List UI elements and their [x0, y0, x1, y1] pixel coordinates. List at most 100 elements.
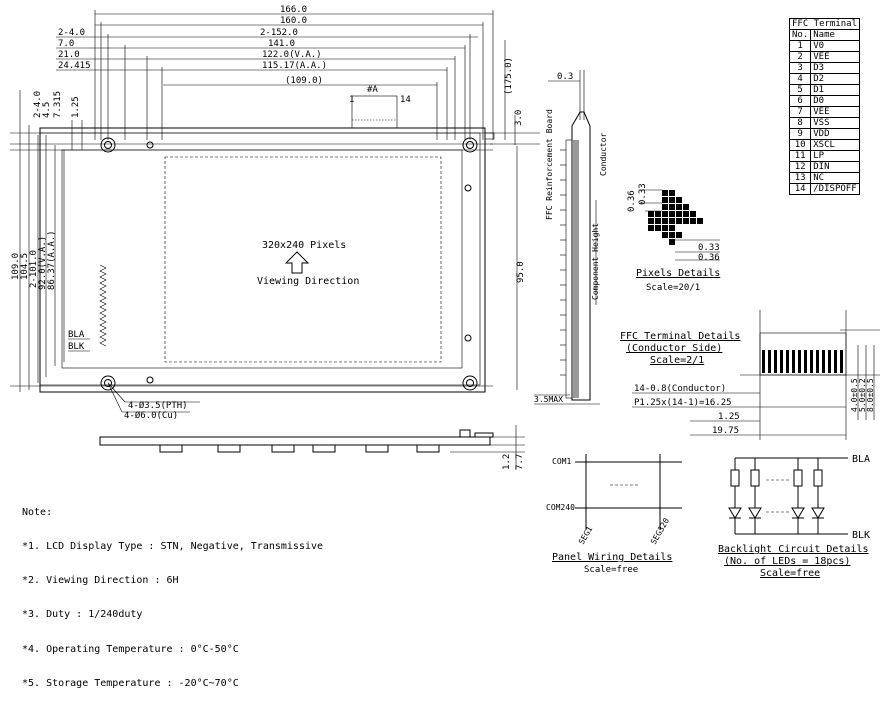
- ffc-details: FFC Terminal Details (Conductor Side) Sc…: [620, 310, 880, 440]
- blk-label: BLK: [68, 342, 85, 352]
- bezel-frame: [39, 132, 481, 386]
- ffc-table-caption: FFC Terminal: [788, 18, 861, 30]
- dim-122-va: 122.0(V.A.): [262, 50, 322, 60]
- backlight-bla: BLA: [852, 454, 870, 465]
- pin-number: 6: [788, 95, 812, 107]
- ffc-125-dim: 1.25: [718, 412, 740, 422]
- dim-115-aa: 115.17(A.A.): [262, 61, 327, 71]
- note-item: *3. Duty : 1/240duty: [22, 609, 143, 621]
- dim-2-4: 2-4.0: [58, 28, 85, 38]
- ffc-pitch-dim: P1.25x(14-1)=16.25: [634, 398, 732, 408]
- pin-number: 8: [788, 117, 812, 129]
- pin-name: VDD: [810, 128, 861, 140]
- ffc-details-sub: (Conductor Side): [626, 343, 722, 354]
- pin-number: 1: [788, 40, 812, 52]
- ffc-1975-dim: 19.75: [712, 426, 739, 436]
- dim-175: (175.0): [504, 57, 514, 95]
- pin-number: 2: [788, 51, 812, 63]
- ffc-dim-5: 5.0±0.2: [858, 378, 867, 412]
- pin-number: 5: [788, 84, 812, 96]
- pin-name: D2: [810, 73, 861, 85]
- module-outline: [39, 127, 486, 393]
- note-item: *2. Viewing Direction : 6H: [22, 575, 179, 587]
- side-view: 0.3 FFC Reinforcement Board Conductor Co…: [516, 70, 608, 405]
- pin-name: D1: [810, 84, 861, 96]
- dim-left-92-va: 92.0(V.A.): [38, 236, 48, 290]
- hole-pth-label: 4-Ø3.5(PTH): [128, 400, 188, 411]
- pin-name: VEE: [810, 51, 861, 63]
- ffc-table-header-no: No.: [788, 29, 812, 41]
- dim-109: (109.0): [285, 76, 323, 86]
- side-body: [571, 111, 591, 401]
- dim-24415: 24.415: [58, 61, 91, 71]
- pin-name: DIN: [810, 161, 861, 173]
- note-item: *1. LCD Display Type : STN, Negative, Tr…: [22, 541, 324, 553]
- pin-number: 13: [788, 172, 812, 184]
- pixel-count-label: 320x240 Pixels: [262, 240, 346, 251]
- mounting-holes: [100, 137, 478, 391]
- seg320-label: SEG320: [649, 516, 671, 546]
- dim-3: 3.0: [514, 110, 524, 126]
- viewing-arrow-icon: [284, 251, 310, 274]
- ffc-dim-4: 4.0±0.5: [850, 378, 859, 412]
- panel-wiring-title: Panel Wiring Details: [552, 552, 672, 563]
- ffc-details-title: FFC Terminal Details: [620, 331, 740, 342]
- seg1-label: SEG1: [577, 525, 595, 546]
- backlight-led-strip: [99, 264, 107, 347]
- pixel-dim-033-h: 0.33: [698, 243, 720, 253]
- backlight-blk: BLK: [852, 530, 870, 541]
- dim-left-2-4: 2-4.0: [33, 91, 43, 118]
- bottom-pcb: [99, 436, 491, 446]
- pin-name: VEE: [810, 106, 861, 118]
- bottom-view: 1.2 7.7: [99, 425, 525, 470]
- pin-name: VSS: [810, 117, 861, 129]
- pixel-dim-033-v: 0.33: [638, 183, 648, 205]
- pin-name: NC: [810, 172, 861, 184]
- pin-a-label: #A: [367, 85, 378, 95]
- pin-number: 7: [788, 106, 812, 118]
- ffc-conductors: [762, 350, 843, 373]
- bla-label: BLA: [68, 330, 85, 340]
- pin-number: 11: [788, 150, 812, 162]
- dim-141: 141.0: [268, 39, 295, 49]
- pixel-dim-036-v: 0.36: [627, 190, 637, 212]
- dim-left-125: 1.25: [71, 96, 81, 118]
- dim-left-1045: 104.5: [20, 253, 30, 280]
- dim-166: 166.0: [280, 5, 307, 15]
- pcb-label: FFC Reinforcement Board: [545, 109, 554, 220]
- active-area: [164, 156, 442, 363]
- table-row: 14/DISPOFF: [788, 183, 861, 195]
- dim-95: 95.0: [516, 261, 526, 283]
- backlight-scale: Scale=free: [760, 568, 820, 579]
- ffc-details-scale: Scale=2/1: [650, 355, 704, 366]
- note-item: *5. Storage Temperature : -20°C~70°C: [22, 677, 239, 689]
- dim-left-45: 4.5: [42, 102, 52, 118]
- dim-21: 21.0: [58, 50, 80, 60]
- dim-7: 7.0: [58, 39, 74, 49]
- backlight-circuit: BLA BLK Backlight Circuit Details (No. o…: [718, 454, 870, 579]
- pin-name: /DISPOFF: [810, 183, 861, 195]
- dim-left-109: 109.0: [11, 253, 21, 280]
- com240-label: COM240: [546, 503, 575, 512]
- pin-name: V0: [810, 40, 861, 52]
- pixel-dim-036-h: 0.36: [698, 253, 720, 263]
- panel-wiring: COM1 COM240 SEG1 SEG320 Panel Wiring Det…: [546, 454, 682, 575]
- pixel-grid: [648, 190, 703, 245]
- pin-number: 14: [788, 183, 812, 195]
- dim-160: 160.0: [280, 16, 307, 26]
- notes-title: Note:: [22, 506, 53, 518]
- side-dim-03: 0.3: [557, 72, 573, 82]
- dim-left-8637-aa: 86.37(A.A.): [47, 230, 57, 290]
- pin-name: D3: [810, 62, 861, 74]
